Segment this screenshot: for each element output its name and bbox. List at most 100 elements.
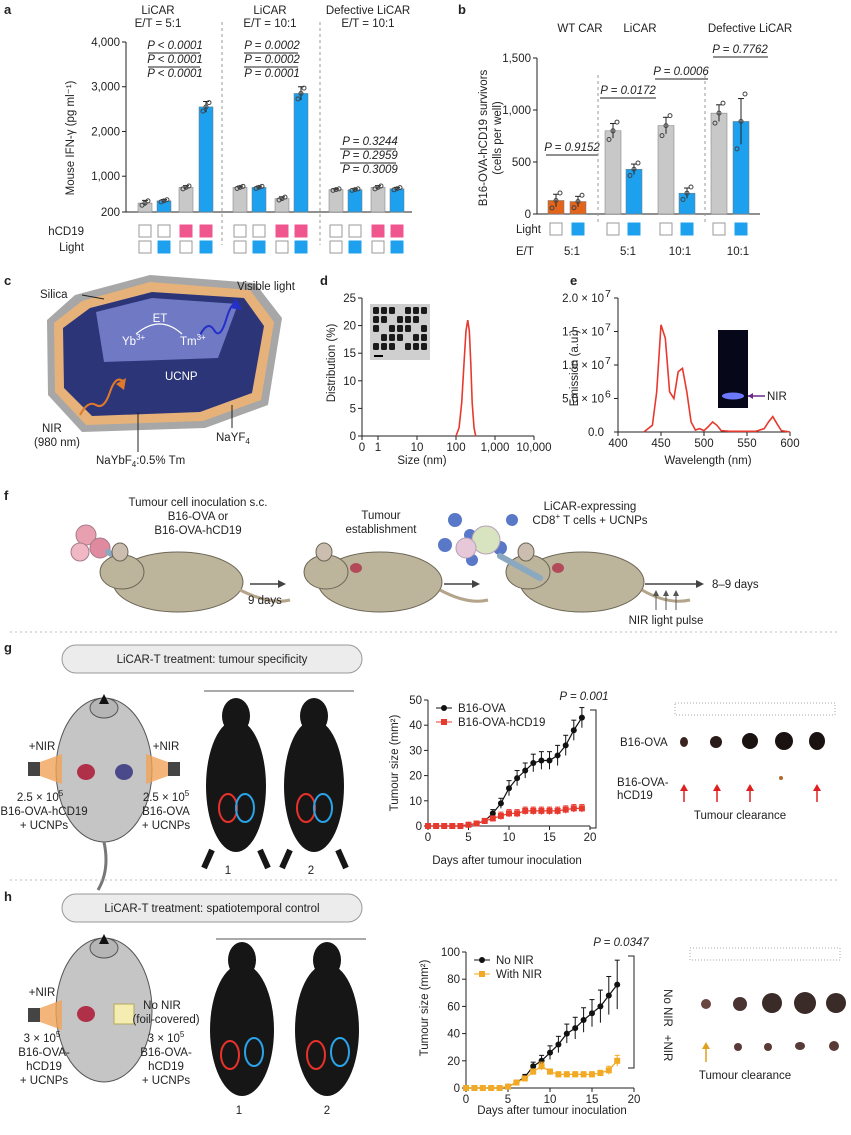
d-y-tick-label: 5 xyxy=(350,403,356,415)
a-data-point xyxy=(237,184,243,190)
b-ylabel-unit: (cells per well) xyxy=(492,101,504,175)
g-left-cells: B16-OVA-hCD19 xyxy=(0,806,87,818)
g-data-point xyxy=(449,823,456,829)
h-y-tick-label: 100 xyxy=(441,947,460,959)
mouse-photo-2 xyxy=(279,698,349,870)
h-right-cells: B16-OVA- xyxy=(140,1047,192,1059)
h-left-cells: B16-OVA- xyxy=(18,1047,70,1059)
h-data-point xyxy=(530,1063,537,1070)
a-pvalue: P < 0.0001 xyxy=(147,40,203,52)
b-light-box xyxy=(549,222,563,236)
h-data-point xyxy=(496,1085,503,1091)
f-days2: 8–9 days xyxy=(712,579,759,591)
h-data-point xyxy=(521,1075,528,1082)
t-cells-and-ucnps-icon xyxy=(438,513,518,566)
b-bar xyxy=(710,112,728,215)
a-data-point xyxy=(259,183,265,189)
a-light-box xyxy=(371,240,385,254)
h-y-tick-label: 40 xyxy=(447,1029,460,1041)
f-step1-line: B16-OVA or xyxy=(168,511,229,523)
g-y-tick-label: 0 xyxy=(416,821,422,833)
a-data-point xyxy=(203,104,209,110)
a-light-box xyxy=(233,240,247,254)
b-data-point xyxy=(571,205,577,211)
g-data-point xyxy=(457,823,464,829)
g-pvalue: P = 0.001 xyxy=(559,691,608,703)
a-data-point xyxy=(253,185,259,191)
panel-c: c Silica Visible light ET Yb3+ Tm3+ UCNP… xyxy=(4,273,296,469)
g-data-point xyxy=(433,823,440,829)
c-shell-label: NaYF4 xyxy=(216,432,250,446)
g-legend-label: B16-OVA-hCD19 xyxy=(458,717,545,729)
a-bar xyxy=(328,189,344,213)
tem-particle xyxy=(413,334,419,341)
f-pulse: NIR light pulse xyxy=(629,615,704,627)
h-row-nir: +NIR xyxy=(661,1035,673,1062)
panel-b-label: b xyxy=(458,2,466,17)
g-data-point xyxy=(473,820,480,827)
a-hcd19-box xyxy=(371,224,385,238)
d-xlabel: Size (nm) xyxy=(397,455,446,467)
d-x-tick-label: 1 xyxy=(375,442,381,454)
e-y-tick-exponent: 6 xyxy=(605,389,611,401)
h-legend-label: With NIR xyxy=(496,969,542,981)
f-step3-line: LiCAR-expressing xyxy=(544,501,637,513)
g-data-point xyxy=(506,785,512,792)
d-x-tick-label: 1,000 xyxy=(481,442,510,454)
mouse-photo-1 xyxy=(201,698,271,870)
g-right-dose: 2.5 × 105 xyxy=(143,789,190,804)
a-hcd19-box xyxy=(157,224,171,238)
panel-f: f Tumour cell inoculation s.c. B16-OVA o… xyxy=(4,488,840,633)
h-xlabel: Days after tumour inoculation xyxy=(477,1105,627,1117)
b-data-point xyxy=(712,120,718,126)
d-x-tick-label: 100 xyxy=(446,442,465,454)
b-y-tick-label: 0 xyxy=(525,209,531,221)
a-light-box xyxy=(294,240,308,254)
h-row-no-nir: No NIR xyxy=(661,989,673,1027)
g-y-tick-label: 20 xyxy=(409,771,422,783)
a-data-point xyxy=(164,197,170,203)
g-left-ucnps: + UCNPs xyxy=(20,820,68,832)
tem-particle xyxy=(405,325,411,332)
h-data-point xyxy=(580,1017,587,1023)
a-group-ratio: E/T = 10:1 xyxy=(341,18,394,30)
tem-particle xyxy=(397,325,403,332)
g-tumour-row1: B16-OVA xyxy=(620,737,668,749)
b-data-point xyxy=(738,118,744,124)
a-y-tick-label: 2,000 xyxy=(91,126,120,138)
g-clearance: Tumour clearance xyxy=(694,810,786,822)
h-y-tick-label: 80 xyxy=(447,974,460,986)
a-pvalue: P = 0.3244 xyxy=(342,136,398,148)
a-hcd19-box xyxy=(275,224,289,238)
h-data-point xyxy=(597,1070,604,1077)
h-data-point xyxy=(555,1041,562,1048)
a-bar xyxy=(347,189,363,213)
d-ylabel: Distribution (%) xyxy=(326,324,338,403)
h-data-point xyxy=(572,1071,579,1078)
d-x-tick-label: 0 xyxy=(359,442,365,454)
a-hcd19-box xyxy=(233,224,247,238)
tem-particle xyxy=(421,325,427,332)
b-et-value: 10:1 xyxy=(669,246,691,258)
h-nir-left: +NIR xyxy=(29,987,56,999)
g-data-point xyxy=(530,760,537,766)
h-data-point xyxy=(538,1063,545,1070)
g-data-point xyxy=(489,815,496,822)
a-data-point xyxy=(295,96,301,102)
g-legend-label: B16-OVA xyxy=(458,703,506,715)
c-nir-wavelength: (980 nm) xyxy=(34,437,80,449)
tem-particle xyxy=(413,343,419,350)
d-y-tick-label: 25 xyxy=(343,293,356,305)
tem-particle xyxy=(405,307,411,314)
tumour-cell-icon xyxy=(70,542,90,562)
h-data-point xyxy=(471,1085,478,1091)
b-data-point xyxy=(684,190,690,196)
tem-particle xyxy=(381,307,387,314)
g-data-point xyxy=(465,821,472,828)
b-data-point xyxy=(663,123,669,129)
g-data-point xyxy=(489,810,496,817)
g-right-cells: B16-OVA xyxy=(142,806,190,818)
g-data-point xyxy=(522,767,529,774)
